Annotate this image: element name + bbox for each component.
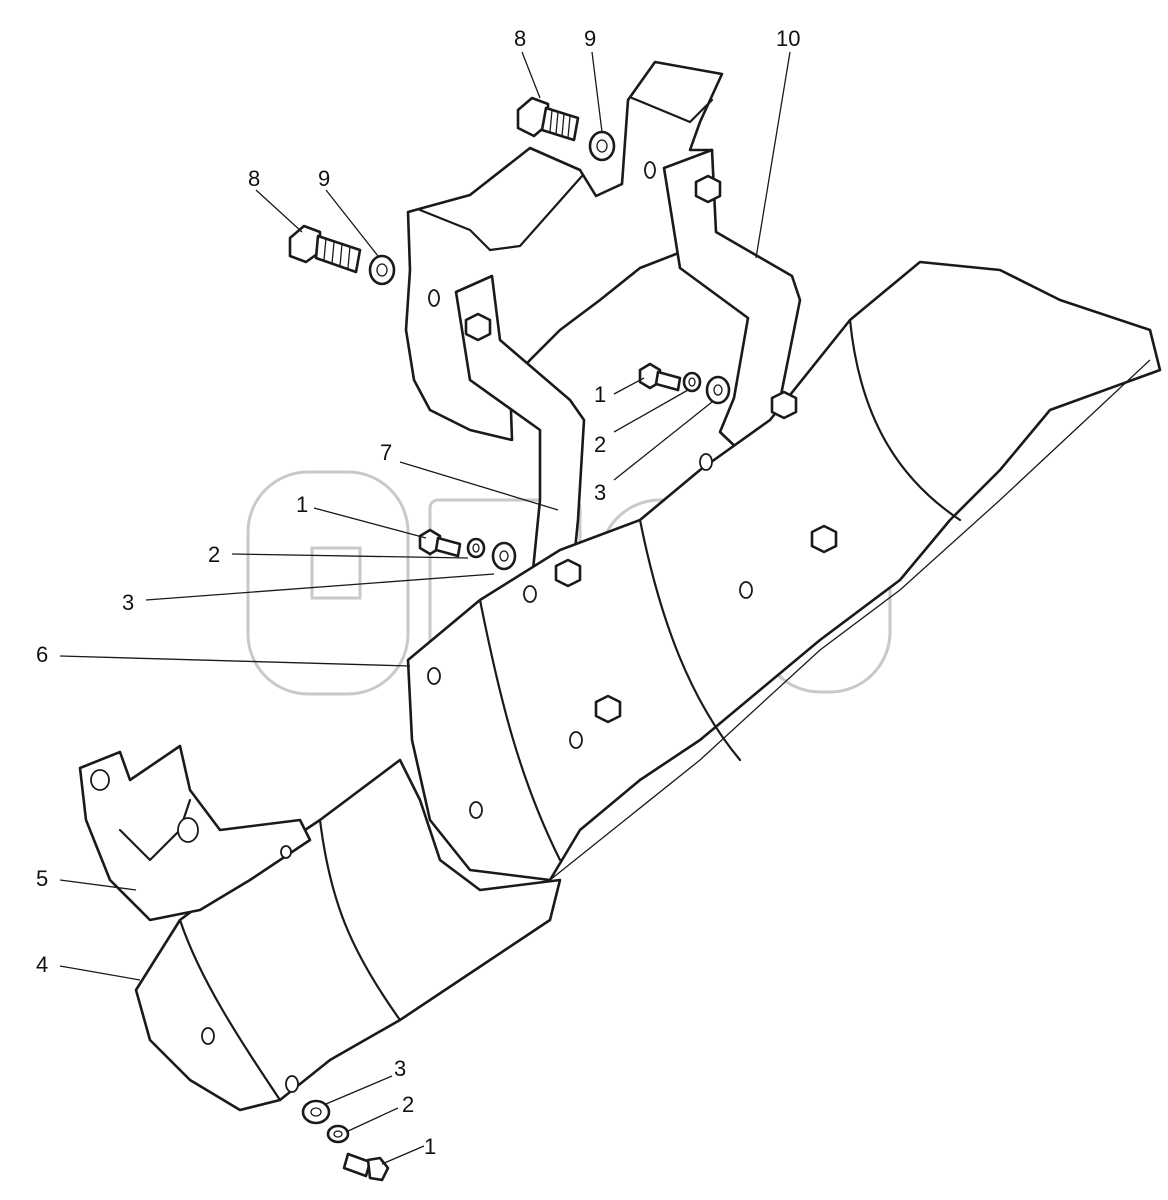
callout-labels: 8 9 10 8 9 1 2 3 7 1 2 3 6 5 4 3 2 1 — [36, 26, 800, 1159]
bolt-8-upper — [516, 96, 580, 142]
washer-3-bottom — [301, 1099, 331, 1125]
callout-8-upper: 8 — [514, 26, 526, 51]
callout-6: 6 — [36, 642, 48, 667]
callout-10: 10 — [776, 26, 800, 51]
callout-9-upper: 9 — [584, 26, 596, 51]
callout-9-lower: 9 — [318, 166, 330, 191]
clamp-flange-5 — [78, 744, 312, 922]
nut — [694, 174, 722, 204]
bolt-8-lower — [288, 224, 362, 274]
nut — [554, 558, 582, 588]
washer-2-right — [682, 371, 702, 393]
washer-9-lower — [368, 254, 396, 286]
callout-3-middle: 3 — [122, 590, 134, 615]
callout-3-right: 3 — [594, 480, 606, 505]
washer-2-middle — [466, 537, 486, 559]
callout-7: 7 — [380, 440, 392, 465]
washer-9-upper — [588, 130, 616, 162]
heat-shield-4 — [134, 758, 562, 1112]
heat-shield-6 — [406, 260, 1162, 882]
callout-2-right: 2 — [594, 432, 606, 457]
callout-4: 4 — [36, 952, 48, 977]
callout-5: 5 — [36, 866, 48, 891]
nut — [464, 312, 492, 342]
callout-2-middle: 2 — [208, 542, 220, 567]
nut — [594, 694, 622, 724]
callout-8-lower: 8 — [248, 166, 260, 191]
callout-2-bottom: 2 — [402, 1092, 414, 1117]
washer-2-bottom — [326, 1124, 350, 1144]
nut — [810, 524, 838, 554]
bolt-1-right — [638, 362, 682, 392]
bolt-1-middle — [418, 528, 462, 558]
callout-3-bottom: 3 — [394, 1056, 406, 1081]
callout-1-middle: 1 — [296, 492, 308, 517]
washer-3-middle — [491, 541, 517, 571]
washer-3-right — [705, 375, 731, 405]
bolt-1-bottom — [342, 1152, 390, 1182]
callout-1-right: 1 — [594, 382, 606, 407]
leader-lines — [59, 51, 791, 1165]
nut — [770, 390, 798, 420]
callout-1-bottom: 1 — [424, 1134, 436, 1159]
